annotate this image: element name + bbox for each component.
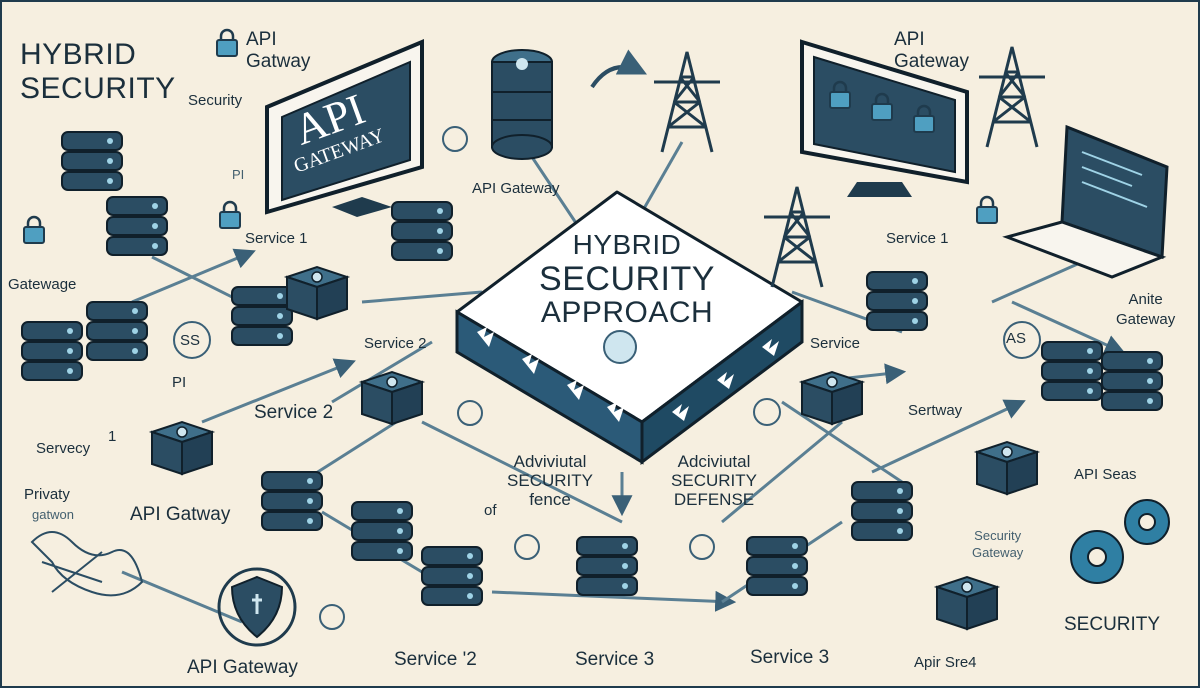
title: HYBRID SECURITY: [20, 38, 176, 105]
lock-icon: [218, 200, 242, 230]
label-one: 1: [108, 428, 117, 445]
center-title: HYBRID SECURITY APPROACH: [539, 229, 715, 329]
service-cube: [361, 371, 423, 425]
tower-icon-small: [762, 185, 832, 289]
label-gatewage: Gatewage: [8, 276, 77, 293]
shield-icon: [217, 567, 297, 647]
defense-left: Adviviutal SECURITY fence: [507, 452, 593, 509]
monitor-api-gateway: [265, 38, 424, 217]
service-cube: [286, 266, 348, 320]
label-ss: SS: [180, 332, 201, 349]
laptop: [1002, 124, 1169, 279]
service-cube: [936, 576, 998, 630]
server-stack: [866, 271, 928, 331]
tower-icon: [652, 50, 722, 154]
server-stack: [1101, 351, 1163, 411]
label-privaty: Privaty: [24, 486, 70, 503]
server-stack: [746, 536, 808, 596]
service-cube: [151, 421, 213, 475]
label-service3-a: Service 3: [575, 649, 655, 670]
center-approach-box: [455, 190, 804, 465]
label-service2-a: Service 2: [364, 335, 427, 352]
server-stack: [351, 501, 413, 561]
monitor-locks: [800, 39, 969, 197]
server-stack: [576, 536, 638, 596]
server-stack: [21, 321, 83, 381]
label-security-gateway: Security Gateway: [972, 528, 1024, 560]
circle-marks: [173, 126, 1041, 630]
label-sertway: Sertway: [908, 402, 963, 419]
server-stack: [106, 196, 168, 256]
label-api-gateway-mid: API Gateway: [472, 180, 560, 197]
label-api-gateway-tr: API Gateway: [894, 29, 969, 72]
label-api-gatway-left: API Gatway: [130, 504, 231, 525]
label-api-seas: API Seas: [1074, 466, 1137, 483]
lock-icon: [22, 215, 46, 245]
label-service2-bottom: Service '2: [394, 649, 477, 670]
label-security-top: Security: [188, 92, 243, 109]
server-stack: [261, 471, 323, 531]
label-service1-left: Service 1: [245, 230, 308, 247]
tower-icon-right: [977, 45, 1047, 149]
label-api-gatway-top: API Gatway: [246, 29, 311, 72]
lock-icon: [215, 28, 239, 58]
server-stack: [61, 131, 123, 191]
label-as: AS: [1006, 330, 1027, 347]
server-stack: [86, 301, 148, 361]
label-pi-small: PI: [232, 167, 245, 182]
label-security-right: SECURITY: [1064, 614, 1161, 635]
label-gatwon: gatwon: [32, 507, 74, 522]
label-service2-b: Service 2: [254, 402, 334, 423]
defense-right: Adciviutal SECURITY DEFENSE: [671, 452, 757, 509]
label-service1-right: Service 1: [886, 230, 949, 247]
network-scribble: [30, 531, 144, 597]
database-icon: [491, 49, 553, 160]
label-pi: PI: [172, 374, 187, 391]
server-stack: [851, 481, 913, 541]
defense-left-prefix: of: [484, 502, 497, 519]
label-service-right: Service: [810, 335, 861, 352]
service-cube: [976, 441, 1038, 495]
server-stack: [1041, 341, 1103, 401]
curved-arrow-icon: [590, 49, 648, 89]
label-servecy: Servecy: [36, 440, 91, 457]
lock-icon: [975, 195, 999, 225]
label-anite-gateway: Anite Gateway: [1116, 291, 1176, 328]
label-apir-sre4: Apir Sre4: [914, 654, 977, 671]
server-stack: [231, 286, 293, 346]
server-stack: [391, 201, 453, 261]
service-cube: [801, 371, 863, 425]
gear-icon: [1070, 499, 1170, 584]
label-api-gateway-bottom: API Gateway: [187, 657, 298, 678]
label-service3-b: Service 3: [750, 647, 830, 668]
server-stack: [421, 546, 483, 606]
